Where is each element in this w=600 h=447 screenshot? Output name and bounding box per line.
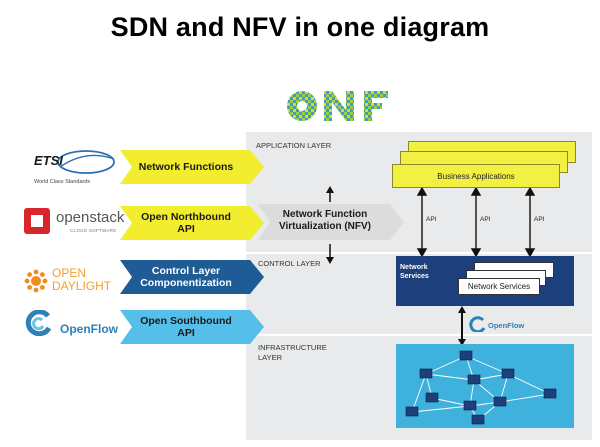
nfv-double-arrow-icon bbox=[326, 186, 334, 264]
api-label-3: API bbox=[534, 216, 545, 223]
arrow-network-functions: Network Functions bbox=[120, 150, 264, 184]
openflow-badge-icon bbox=[469, 316, 486, 332]
switch-node bbox=[425, 392, 439, 403]
opendaylight-line2: DAYLIGHT bbox=[52, 279, 112, 293]
network-topology bbox=[405, 350, 557, 425]
switch-node bbox=[543, 388, 557, 399]
infrastructure-network bbox=[396, 344, 574, 428]
openstack-tagline: CLOUD SOFTWARE bbox=[70, 228, 117, 233]
openstack-logo: openstack CLOUD SOFTWARE bbox=[24, 206, 124, 238]
business-applications-card: Business Applications bbox=[392, 164, 560, 188]
arrow-label: Network Function Virtualization (NFV) bbox=[278, 209, 372, 232]
openstack-mark-icon bbox=[24, 208, 50, 234]
arrow-open-northbound-api: Open Northbound API bbox=[120, 206, 264, 240]
opendaylight-line1: OPEN bbox=[52, 266, 87, 280]
openflow-logo: OpenFlow bbox=[24, 310, 124, 342]
arrow-nfv: Network Function Virtualization (NFV) bbox=[258, 204, 404, 240]
switch-node bbox=[501, 368, 515, 379]
network-services-title-line1: Network bbox=[400, 264, 428, 271]
etsi-name: ETSI bbox=[34, 153, 63, 168]
switch-node bbox=[463, 400, 477, 411]
infrastructure-label-line1: INFRASTRUCTURE bbox=[258, 343, 327, 352]
onf-logo bbox=[284, 88, 392, 124]
infrastructure-label-line2: LAYER bbox=[258, 353, 283, 362]
switch-node bbox=[405, 406, 419, 417]
control-layer-label: CONTROL LAYER bbox=[258, 259, 321, 268]
arrow-label: Open Northbound API bbox=[141, 211, 231, 235]
openflow-arrow-icon bbox=[458, 306, 466, 346]
business-applications-label: Business Applications bbox=[437, 171, 515, 181]
arrow-control-layer-componentization: Control Layer Componentization bbox=[120, 260, 264, 294]
switch-node bbox=[493, 396, 507, 407]
switch-node bbox=[467, 374, 481, 385]
arrow-open-southbound-api: Open Southbound API bbox=[120, 310, 264, 344]
switch-node bbox=[471, 414, 485, 425]
arrow-label: Network Functions bbox=[138, 161, 234, 173]
arrow-label: Open Southbound API bbox=[140, 315, 232, 339]
api-arrows bbox=[416, 188, 536, 256]
infrastructure-layer-label: INFRASTRUCTURE LAYER bbox=[258, 343, 327, 363]
page-title: SDN and NFV in one diagram bbox=[110, 12, 490, 42]
daylight-sun-icon bbox=[24, 269, 48, 293]
control-infra-divider bbox=[246, 334, 592, 336]
opendaylight-logo: OPEN DAYLIGHT bbox=[24, 265, 124, 297]
arrow-label: Control Layer Componentization bbox=[140, 265, 232, 289]
switch-nodes bbox=[405, 350, 557, 425]
switch-node bbox=[419, 368, 433, 379]
api-label-1: API bbox=[426, 216, 437, 223]
app-control-divider bbox=[246, 252, 592, 254]
switch-node bbox=[459, 350, 473, 361]
openstack-name: openstack bbox=[56, 209, 125, 226]
openflow-swirl-icon bbox=[25, 310, 52, 336]
network-services-card-label: Network Services bbox=[467, 282, 531, 291]
network-services-title-line2: Services bbox=[400, 273, 429, 280]
openflow-badge-label: OpenFlow bbox=[488, 321, 525, 330]
openflow-badge: OpenFlow bbox=[468, 316, 538, 334]
openflow-name: OpenFlow bbox=[60, 322, 118, 336]
etsi-tagline: World Class Standards bbox=[34, 179, 91, 185]
network-services-title: Network Services bbox=[400, 263, 429, 281]
network-services-card: Network Services bbox=[458, 278, 540, 295]
application-layer-label: APPLICATION LAYER bbox=[256, 141, 332, 150]
etsi-logo: ETSI World Class Standards bbox=[34, 147, 118, 189]
etsi-mark-icon bbox=[57, 150, 115, 174]
api-label-2: API bbox=[480, 216, 491, 223]
